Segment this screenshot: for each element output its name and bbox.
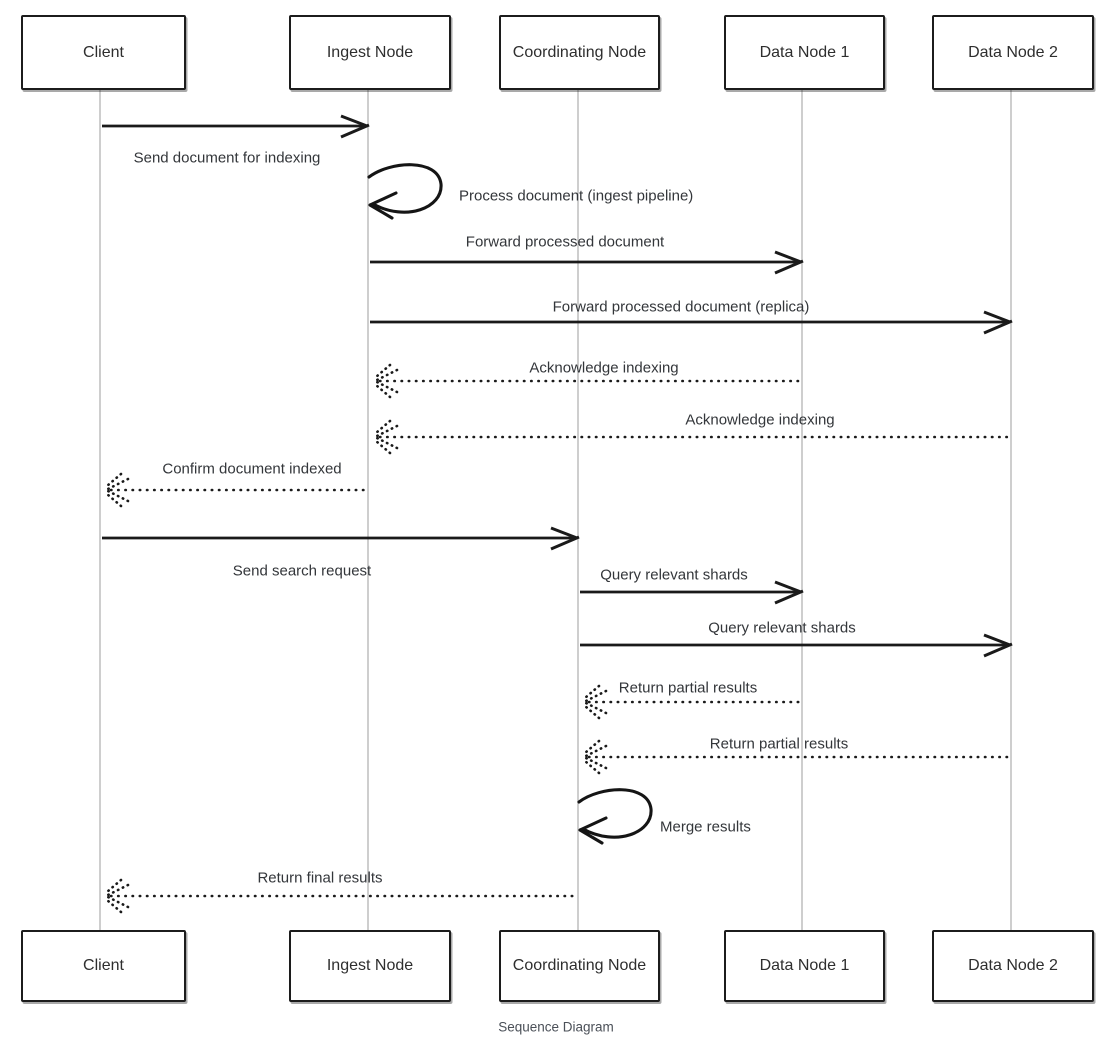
loop-arrow-head: [368, 191, 398, 220]
message-arrow-confirm-indexed: [104, 472, 370, 508]
message-label-process-document: Process document (ingest pipeline): [459, 187, 694, 205]
actor-box-ingest-node-top: Ingest Node: [289, 15, 451, 90]
message-label-query-shards-1: Query relevant shards: [600, 566, 748, 584]
message-arrow-query-shards-1: [580, 580, 804, 605]
arrow-head: [104, 878, 130, 914]
message-label-partial-results-2: Return partial results: [709, 735, 849, 753]
arrow-head: [774, 580, 804, 605]
message-label-query-shards-2: Query relevant shards: [708, 619, 856, 637]
arrow-head: [774, 250, 804, 275]
message-label-send-search: Send search request: [232, 562, 372, 580]
actor-box-coordinating-node-bottom: Coordinating Node: [499, 930, 660, 1002]
loop-curve: [577, 788, 653, 839]
actor-box-data-node-2-top: Data Node 2: [932, 15, 1094, 90]
actor-label-data-node-1: Data Node 1: [759, 43, 850, 61]
diagram-caption: Sequence Diagram: [498, 1019, 614, 1035]
dotted-messages: [104, 363, 1013, 914]
message-label-forward-processed: Forward processed document: [465, 233, 665, 251]
actor-label-data-node-2-bottom: Data Node 2: [968, 957, 1058, 974]
arrow-head: [983, 310, 1013, 335]
actor-label-client: Client: [83, 43, 124, 61]
message-label-final-results: Return final results: [257, 869, 383, 887]
arrow-head: [582, 739, 608, 775]
message-label-ack-indexing-2: Acknowledge indexing: [685, 411, 835, 429]
message-arrow-ack-indexing-2: [373, 419, 1013, 455]
actor-box-client-bottom: Client: [21, 930, 186, 1002]
actor-label-data-node-1-bottom: Data Node 1: [759, 957, 850, 974]
actor-label-client-bottom: Client: [83, 957, 124, 974]
actor-box-coordinating-node-top: Coordinating Node: [499, 15, 660, 90]
message-arrow-send-search: [102, 526, 580, 551]
arrow-head: [104, 472, 130, 508]
actor-label-ingest-node: Ingest Node: [326, 43, 414, 61]
actor-label-coordinating-node-bottom: Coordinating Node: [512, 957, 647, 974]
loop-curve: [367, 163, 443, 214]
solid-messages: [102, 114, 1013, 658]
arrow-head: [550, 526, 580, 551]
arrow-head: [983, 633, 1013, 658]
actor-label-coordinating-node: Coordinating Node: [512, 43, 647, 61]
message-arrow-ack-indexing-1: [373, 363, 804, 399]
message-arrow-partial-results-2: [582, 739, 1013, 775]
actor-box-data-node-1-bottom: Data Node 1: [724, 930, 885, 1002]
lifelines: [99, 86, 1012, 930]
message-label-ack-indexing-1: Acknowledge indexing: [529, 359, 679, 377]
message-arrow-final-results: [104, 878, 580, 914]
actor-box-data-node-1-top: Data Node 1: [724, 15, 885, 90]
self-loops: [367, 163, 653, 845]
message-label-confirm-indexed: Confirm document indexed: [162, 460, 342, 478]
message-arrow-forward-replica: [370, 310, 1013, 335]
message-arrow-forward-processed: [370, 250, 804, 275]
message-label-forward-replica: Forward processed document (replica): [552, 298, 810, 316]
actor-box-data-node-2-bottom: Data Node 2: [932, 930, 1094, 1002]
self-loop-process-document: [367, 163, 443, 220]
message-arrow-query-shards-2: [580, 633, 1013, 658]
message-arrow-send-document: [102, 114, 370, 139]
arrow-head: [373, 363, 399, 399]
arrow-head: [340, 114, 370, 139]
loop-arrow-head: [578, 816, 608, 845]
actor-box-ingest-node-bottom: Ingest Node: [289, 930, 451, 1002]
actor-label-ingest-node-bottom: Ingest Node: [326, 957, 414, 974]
arrow-head: [373, 419, 399, 455]
arrow-head: [582, 684, 608, 720]
actor-box-client-top: Client: [21, 15, 186, 90]
message-arrow-partial-results-1: [582, 684, 804, 720]
message-label-partial-results-1: Return partial results: [618, 679, 758, 697]
message-label-merge-results: Merge results: [660, 818, 751, 836]
self-loop-merge-results: [577, 788, 653, 845]
message-label-send-document: Send document for indexing: [133, 149, 321, 167]
actor-label-data-node-2: Data Node 2: [968, 43, 1058, 61]
